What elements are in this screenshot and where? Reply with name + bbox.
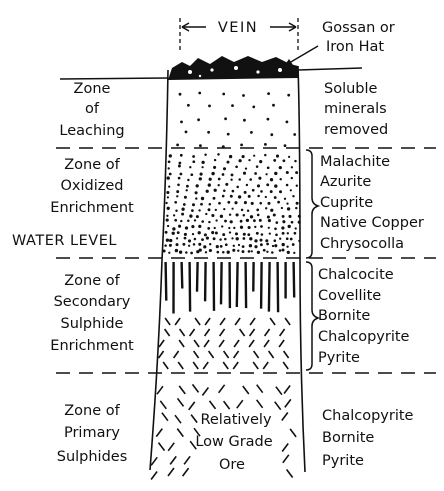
- vein-label: VEIN: [218, 20, 258, 36]
- svg-text:Primary: Primary: [64, 425, 120, 441]
- zone-oxidized-label: Zone of Oxidized Enrichment: [50, 157, 134, 216]
- svg-text:Zone of: Zone of: [64, 273, 120, 289]
- vein-width-indicator: VEIN: [180, 18, 298, 52]
- svg-text:Zone of: Zone of: [64, 403, 120, 419]
- svg-text:Chalcocite: Chalcocite: [318, 267, 394, 283]
- zone-secondary-label: Zone of Secondary Sulphide Enrichment: [50, 273, 134, 354]
- svg-text:Chalcopyrite: Chalcopyrite: [322, 408, 414, 424]
- svg-text:Secondary: Secondary: [54, 294, 131, 310]
- svg-text:Chrysocolla: Chrysocolla: [320, 236, 404, 252]
- oxidized-zone-dots: [163, 153, 301, 254]
- svg-text:minerals: minerals: [324, 101, 387, 117]
- svg-text:Enrichment: Enrichment: [50, 200, 134, 216]
- zone-primary-label: Zone of Primary Sulphides: [57, 403, 128, 465]
- svg-text:Bornite: Bornite: [322, 430, 374, 446]
- svg-text:Pyrite: Pyrite: [322, 453, 364, 469]
- svg-text:Sulphide: Sulphide: [61, 316, 124, 332]
- svg-text:Zone of: Zone of: [64, 157, 120, 173]
- svg-text:Covellite: Covellite: [318, 288, 381, 304]
- svg-text:Relatively: Relatively: [200, 412, 272, 428]
- gossan-cap: [168, 56, 298, 80]
- svg-text:Ore: Ore: [219, 457, 245, 473]
- svg-text:Pyrite: Pyrite: [318, 350, 360, 366]
- secondary-minerals-brace: [306, 262, 318, 370]
- minerals-primary-list: Chalcopyrite Bornite Pyrite: [322, 408, 414, 469]
- gossan-label-line1: Gossan or: [322, 20, 395, 36]
- svg-text:Enrichment: Enrichment: [50, 338, 134, 354]
- minerals-leaching-list: Soluble minerals removed: [324, 81, 388, 138]
- water-level-label: WATER LEVEL: [12, 233, 117, 249]
- svg-text:Azurite: Azurite: [320, 174, 371, 190]
- svg-text:Low Grade: Low Grade: [195, 434, 272, 450]
- svg-text:Leaching: Leaching: [59, 123, 124, 139]
- svg-text:of: of: [85, 101, 100, 117]
- svg-text:Oxidized: Oxidized: [61, 178, 124, 194]
- svg-text:removed: removed: [324, 122, 388, 138]
- svg-text:Cuprite: Cuprite: [320, 195, 373, 211]
- minerals-secondary-list: Chalcocite Covellite Bornite Chalcopyrit…: [318, 267, 410, 366]
- minerals-oxidized-list: Malachite Azurite Cuprite Native Copper …: [320, 154, 424, 252]
- svg-text:Sulphides: Sulphides: [57, 449, 128, 465]
- leaching-zone-dots: [176, 92, 296, 148]
- gossan-label-line2: Iron Hat: [326, 39, 384, 55]
- svg-text:Chalcopyrite: Chalcopyrite: [318, 329, 410, 345]
- svg-text:Bornite: Bornite: [318, 308, 370, 324]
- svg-text:Native Copper: Native Copper: [320, 215, 424, 231]
- svg-text:Soluble: Soluble: [324, 81, 378, 97]
- oxidized-minerals-brace: [306, 150, 318, 258]
- svg-text:Malachite: Malachite: [320, 154, 390, 170]
- ore-label: Relatively Low Grade Ore: [195, 412, 272, 473]
- secondary-sulphide-streaks: [159, 262, 295, 369]
- zone-leaching-label: Zone of Leaching: [59, 81, 124, 139]
- svg-text:Zone: Zone: [74, 81, 111, 97]
- gossan-annotation: Gossan or Iron Hat: [284, 20, 395, 66]
- vein-wall-right: [298, 66, 305, 472]
